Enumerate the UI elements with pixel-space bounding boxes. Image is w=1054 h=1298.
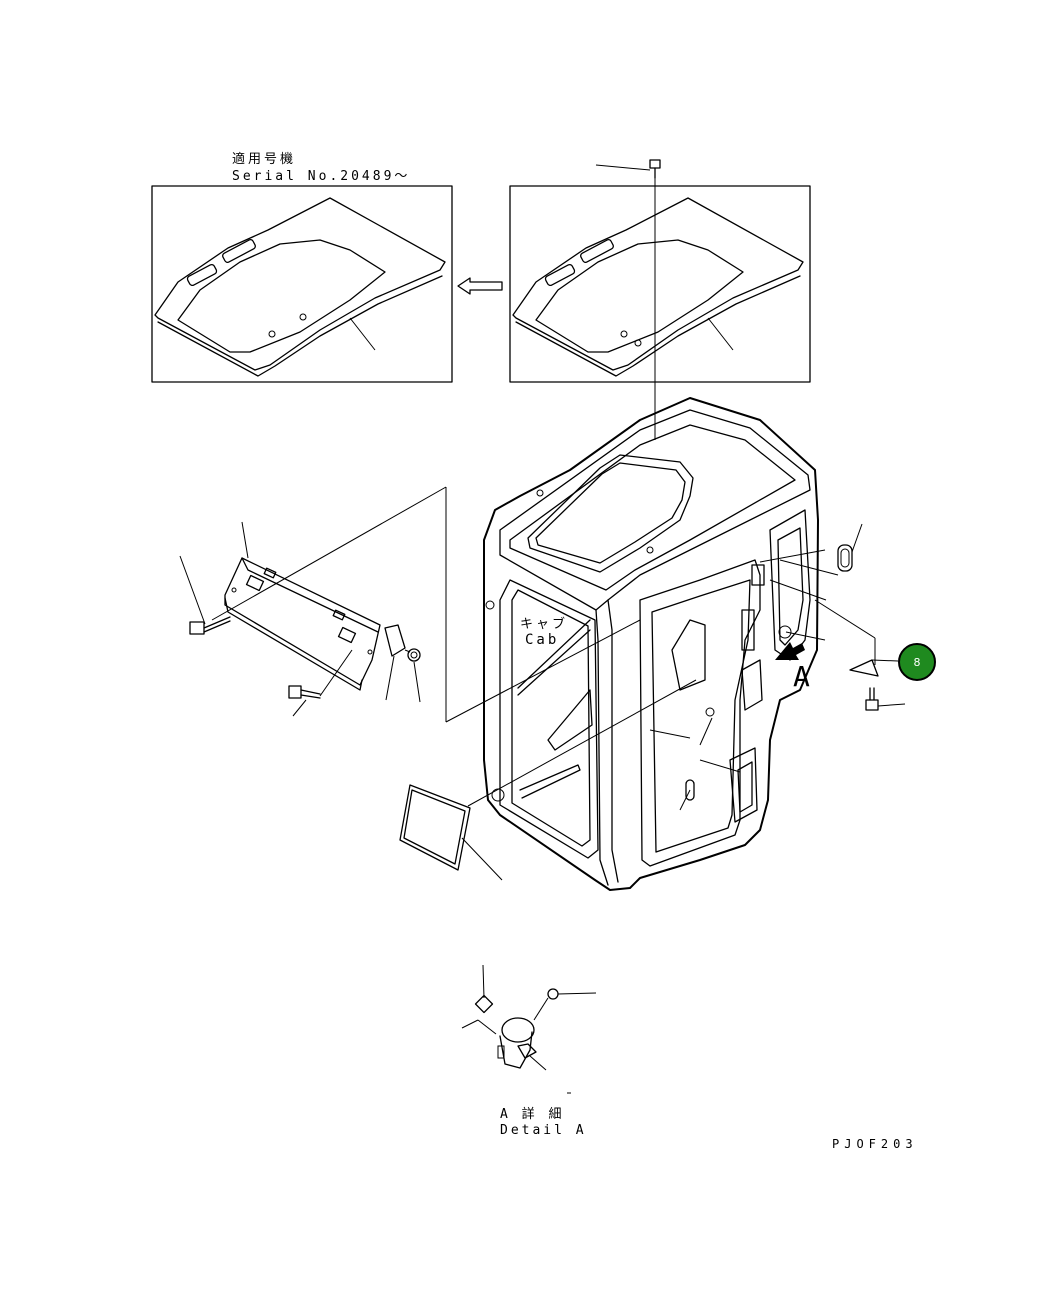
grommet-right [779,523,863,576]
rear-cover-panel [224,557,381,691]
drawing-code: PJOF203 [832,1137,918,1151]
cap-part [814,599,899,677]
view-a-arrow [775,642,805,660]
roof-panel-inset-new [151,185,453,383]
roof-panel-inset-old [509,185,811,383]
detail-label-en: Detail A [500,1123,587,1138]
cab-label-en: Cab [525,632,560,648]
detail-a-assembly [461,964,597,1094]
panel-bolt-bottom [288,649,353,717]
cab-label-jp: キャブ [520,617,569,632]
panel-bolt-left [179,555,231,635]
roof-bolt [595,159,661,440]
direction-arrow [457,277,503,295]
side-leaders [649,549,827,811]
view-a-label: A [793,660,810,693]
small-plate [384,624,421,703]
serial-label-jp: 適用号機 [232,152,297,167]
part-callout-8[interactable]: 8 [898,643,936,681]
bolt-right [865,687,906,711]
detail-label-jp: A 詳 細 [500,1107,565,1122]
cab-frame [483,397,819,891]
serial-label-en: Serial No.20489～ [232,169,411,184]
label-sheet [399,679,697,881]
